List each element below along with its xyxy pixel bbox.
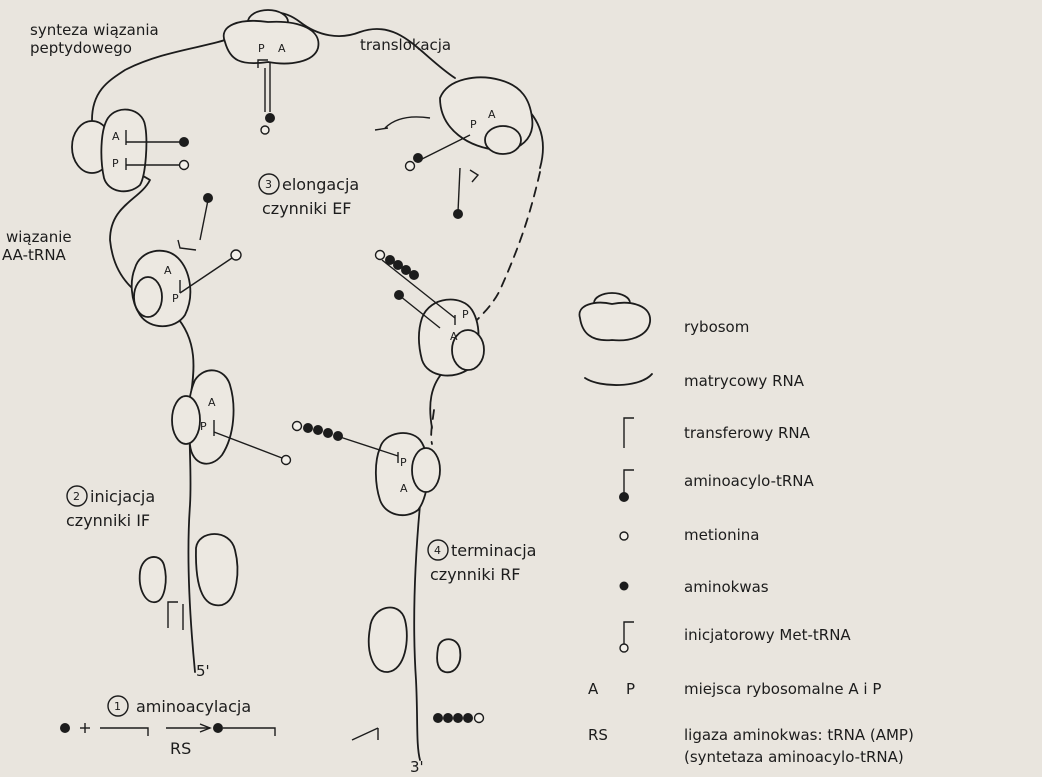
site-p-upper-left: P bbox=[112, 157, 119, 170]
site-a-left-middle: A bbox=[164, 264, 172, 277]
termination-title: terminacja bbox=[451, 541, 536, 560]
legend-trna: transferowy RNA bbox=[624, 418, 811, 448]
ribosome-upper-left: A P bbox=[72, 110, 189, 192]
site-a-termination: A bbox=[400, 482, 408, 495]
legend-ligase: RS ligaza aminokwas: tRNA (AMP) (synteta… bbox=[588, 726, 914, 766]
legend-sites: A P miejsca rybosomalne A i P bbox=[588, 680, 881, 698]
site-p-top: P bbox=[258, 42, 265, 55]
legend-trna-text: transferowy RNA bbox=[684, 424, 811, 442]
initiation-number: 2 bbox=[73, 490, 80, 503]
aminoacylation-number: 1 bbox=[114, 700, 121, 713]
legend-methionine-text: metionina bbox=[684, 526, 759, 544]
rs-label: RS bbox=[170, 739, 191, 758]
aminoacylation-title: aminoacylacja bbox=[136, 697, 251, 716]
ribosome-top: P A bbox=[224, 10, 319, 134]
termination-factors: czynniki RF bbox=[430, 565, 521, 584]
legend-ligase-text-2: (syntetaza aminoacylo-tRNA) bbox=[684, 748, 904, 766]
legend-mrna: matrycowy RNA bbox=[585, 372, 805, 390]
site-p-termination: P bbox=[400, 456, 407, 469]
initiation-factors: czynniki IF bbox=[66, 511, 150, 530]
ribosome-upper-right: P A bbox=[375, 77, 532, 170]
termination-number: 4 bbox=[434, 544, 441, 557]
legend-site-p-symbol: P bbox=[626, 680, 635, 698]
stage-aminoacylation-label: 1 aminoacylacja RS bbox=[108, 696, 251, 758]
legend-aa-trna-text: aminoacylo-tRNA bbox=[684, 472, 815, 490]
legend-methionine: metionina bbox=[620, 526, 759, 544]
legend: rybosom matrycowy RNA transferowy RNA am… bbox=[579, 293, 913, 766]
site-p-right-middle: P bbox=[462, 308, 469, 321]
site-a-upper-right: A bbox=[488, 108, 496, 121]
legend-rs-symbol: RS bbox=[588, 726, 608, 744]
legend-ligase-text-1: ligaza aminokwas: tRNA (AMP) bbox=[684, 726, 914, 744]
legend-mrna-text: matrycowy RNA bbox=[684, 372, 805, 390]
site-p-upper-right: P bbox=[470, 118, 477, 131]
site-a-initiation: A bbox=[208, 396, 216, 409]
stage-initiation-label: 2 inicjacja czynniki IF bbox=[66, 486, 155, 530]
site-a-upper-left: A bbox=[112, 130, 120, 143]
site-p-left-middle: P bbox=[172, 292, 179, 305]
label-peptide-synthesis-2: peptydowego bbox=[30, 39, 132, 57]
ribosome-termination: P A bbox=[293, 422, 441, 516]
legend-init-met-trna: inicjatorowy Met-tRNA bbox=[620, 622, 851, 652]
aminoacylation-reaction bbox=[60, 723, 275, 736]
legend-amino-acid: aminokwas bbox=[620, 578, 769, 596]
site-p-initiation: P bbox=[200, 420, 207, 433]
translocation-arrow bbox=[453, 168, 478, 219]
legend-ribosome: rybosom bbox=[579, 293, 749, 340]
site-a-top: A bbox=[278, 42, 286, 55]
elongation-factors: czynniki EF bbox=[262, 199, 352, 218]
legend-aa-trna: aminoacylo-tRNA bbox=[619, 470, 815, 502]
stage-elongation-label: 3 elongacja czynniki EF bbox=[259, 174, 359, 218]
three-prime-label: 3' bbox=[410, 758, 424, 776]
site-a-right-middle: A bbox=[450, 330, 458, 343]
stage-termination-label: 4 terminacja czynniki RF bbox=[428, 540, 536, 584]
elongation-number: 3 bbox=[265, 178, 272, 191]
label-peptide-synthesis-1: synteza wiązania bbox=[30, 21, 159, 39]
ribosome-left-middle: A P bbox=[132, 193, 241, 326]
initiation-title: inicjacja bbox=[90, 487, 155, 506]
legend-init-met-trna-text: inicjatorowy Met-tRNA bbox=[684, 626, 851, 644]
label-aa-trna-binding-1: wiązanie bbox=[6, 228, 72, 246]
legend-sites-text: miejsca rybosomalne A i P bbox=[684, 680, 881, 698]
legend-amino-acid-text: aminokwas bbox=[684, 578, 769, 596]
label-aa-trna-binding-2: AA-tRNA bbox=[2, 246, 67, 264]
legend-site-a-symbol: A bbox=[588, 680, 599, 698]
elongation-title: elongacja bbox=[282, 175, 359, 194]
ribosome-right-middle: P A bbox=[376, 251, 485, 376]
five-prime-label: 5' bbox=[196, 662, 210, 680]
legend-ribosome-text: rybosom bbox=[684, 318, 749, 336]
label-translocation: translokacja bbox=[360, 36, 451, 54]
